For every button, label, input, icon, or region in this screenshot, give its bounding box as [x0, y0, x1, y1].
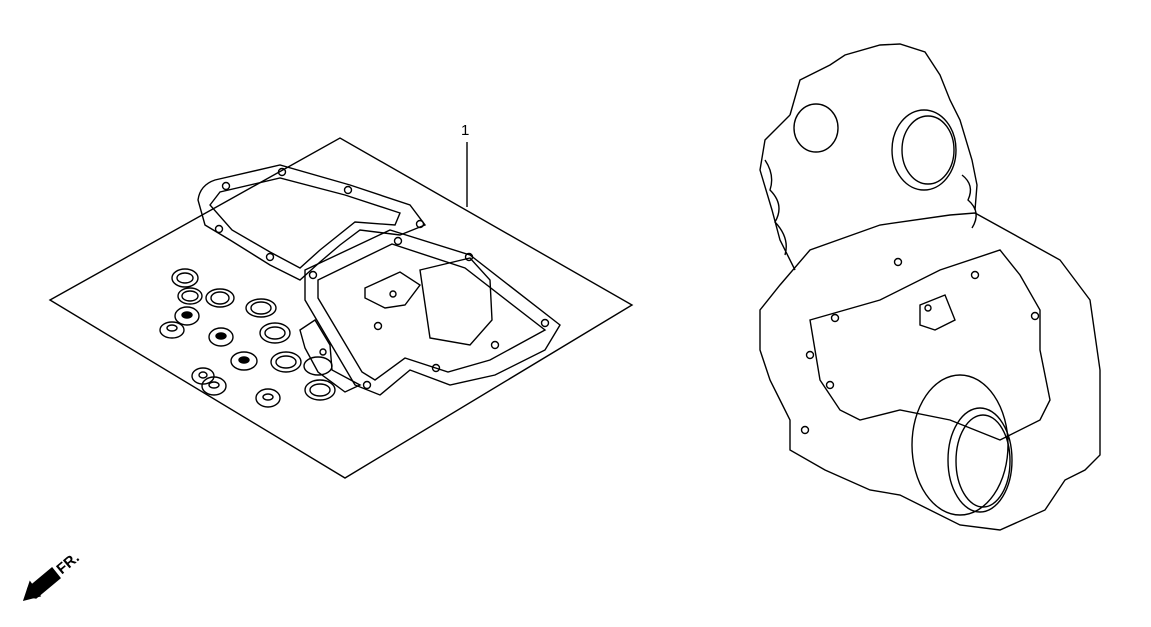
front-direction-arrow-icon: [22, 567, 61, 601]
part-callout-1: 1: [461, 122, 470, 139]
gasket-kit-sheet: [48, 137, 634, 479]
engine-assembly: [759, 43, 1101, 531]
seal-rings: [159, 268, 336, 408]
